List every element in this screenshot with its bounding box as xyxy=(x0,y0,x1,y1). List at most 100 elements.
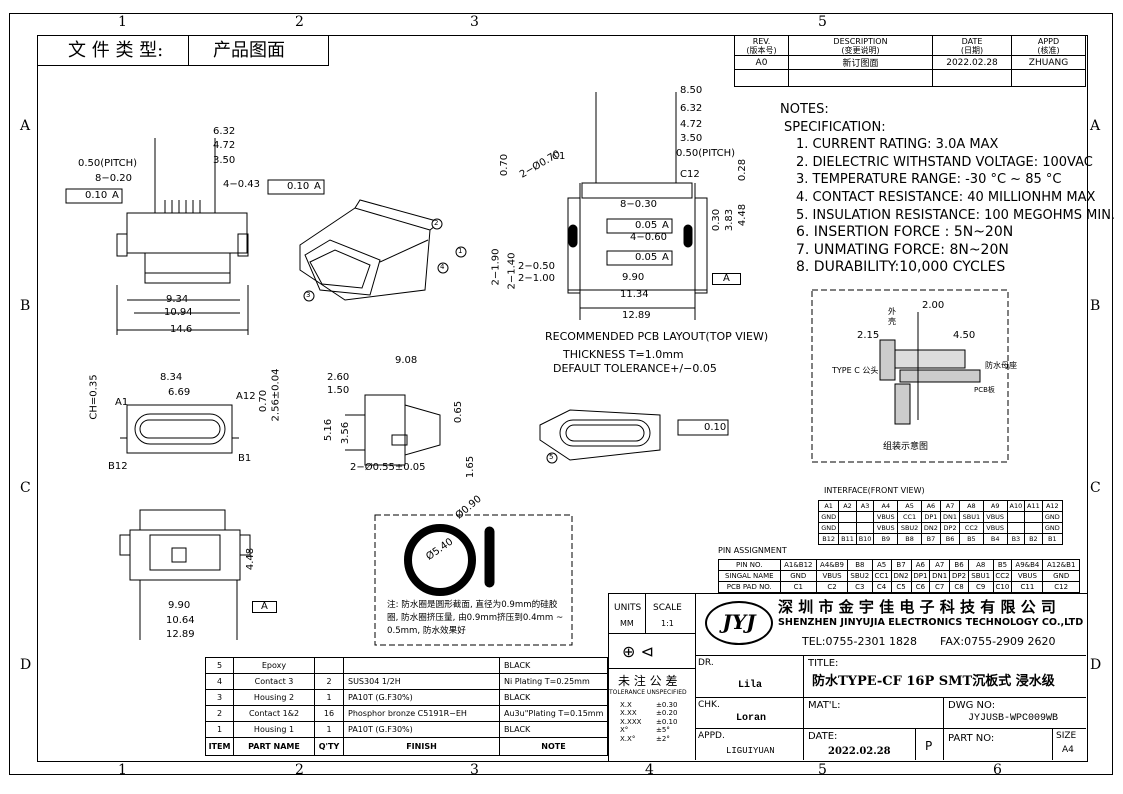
bom-cell: Phosphor bronze C5191R−EH xyxy=(343,705,500,722)
dim-flatness: 0.10 xyxy=(704,422,727,433)
zone-row-a-left: A xyxy=(20,118,31,134)
label-c12: C12 xyxy=(680,169,700,180)
side-view-2 xyxy=(345,394,441,466)
balloon-3: 3 xyxy=(306,291,311,299)
pin-cell: C8 xyxy=(949,581,969,593)
bom-cell: 4 xyxy=(205,673,234,690)
size-label: SIZE xyxy=(1056,731,1077,741)
pin-cell: A12&B1 xyxy=(1042,559,1080,571)
flat-frame xyxy=(677,419,729,436)
interface-cell: B1 xyxy=(1041,533,1064,545)
projection-icon: ⊕ ⊲ xyxy=(622,642,654,661)
iso-connector-2 xyxy=(539,409,661,461)
pin-cell: A8 xyxy=(967,559,994,571)
pin-cell: C3 xyxy=(847,581,873,593)
pin-cell: A6 xyxy=(910,559,931,571)
notes-block: NOTES: SPECIFICATION: 1. CURRENT RATING:… xyxy=(780,101,1115,277)
front-view xyxy=(120,404,239,454)
interface-cell: A11 xyxy=(1024,500,1043,512)
dim-pitch-b: 0.50(PITCH) xyxy=(676,148,736,159)
dim-4-72-b: 4.72 xyxy=(680,119,703,130)
notes-heading: NOTES: xyxy=(780,102,829,117)
oring-circle xyxy=(404,524,476,596)
dim-11-34: 11.34 xyxy=(620,289,649,300)
inner-border xyxy=(37,35,1088,762)
assembly-dim-4-50: 4.50 xyxy=(953,330,976,341)
note-8: 8. DURABILITY:10,000 CYCLES xyxy=(796,259,1006,276)
pcb-layout xyxy=(567,92,708,320)
label-b12: B12 xyxy=(108,461,128,472)
bom-cell: Au3u"Plating T=0.15mm xyxy=(499,705,608,722)
zone-col-3-top: 3 xyxy=(470,14,479,30)
date-label: DATE: xyxy=(808,731,838,742)
dim-0-70-v: 0.70 xyxy=(499,153,511,177)
oring-frame xyxy=(374,514,573,646)
interface-cell: B2 xyxy=(1024,533,1043,545)
tol-2-value: 0.10 xyxy=(287,181,310,192)
assembly-shell: 外 壳 xyxy=(888,307,896,326)
tol-val-5: ±2° xyxy=(656,734,670,743)
interface-cell xyxy=(1006,511,1026,523)
assembly-type-c: TYPE C 公头 xyxy=(832,366,879,375)
interface-cell: DN1 xyxy=(939,511,961,523)
pin-cell: A1&B12 xyxy=(779,559,818,571)
interface-cell: VBUS xyxy=(873,511,899,523)
dim-pitch-a: 0.50(PITCH) xyxy=(78,158,138,169)
dim-2-56: 2.56±0.04 xyxy=(270,368,282,422)
pin-cell: C12 xyxy=(1042,581,1080,593)
pin-cell: CC2 xyxy=(992,570,1013,582)
zone-col-2-top: 2 xyxy=(295,14,304,30)
notes-spec: SPECIFICATION: xyxy=(784,119,886,135)
bom-cell xyxy=(343,657,500,674)
interface-cell: B8 xyxy=(897,533,922,545)
dim-5-16: 5.16 xyxy=(323,418,335,442)
tol-frame-2 xyxy=(267,179,325,195)
pin-cell: C2 xyxy=(816,581,849,593)
interface-cell: B9 xyxy=(873,533,899,545)
tolerance-list: X.X±0.30 X.XX±0.20 X.XXX±0.10 X°±5° X.X°… xyxy=(620,701,677,743)
interface-cell: B4 xyxy=(982,533,1008,545)
bom-cell: BLACK xyxy=(499,689,608,706)
interface-cell: B6 xyxy=(939,533,961,545)
oring-section xyxy=(484,526,495,588)
doc-type-label: 文 件 类 型: xyxy=(68,40,164,61)
label-b1: B1 xyxy=(238,453,252,464)
pin-cell: B7 xyxy=(890,559,912,571)
tol-1-datum: A xyxy=(112,190,119,201)
interface-cell: B7 xyxy=(920,533,941,545)
dim-3-50-a: 3.50 xyxy=(213,155,236,166)
zone-col-1-top: 1 xyxy=(118,14,127,30)
interface-cell: VBUS xyxy=(873,522,899,534)
interface-cell: A1 xyxy=(817,500,840,512)
zone-row-d-right: D xyxy=(1090,657,1102,673)
dim-4-043: 4−0.43 xyxy=(223,179,261,190)
tol-frame-4 xyxy=(606,250,673,266)
dim-10-94: 10.94 xyxy=(164,307,193,318)
pin-cell: C6 xyxy=(910,581,931,593)
tol-key-2: X.XX xyxy=(620,709,637,718)
interface-cell: B10 xyxy=(855,533,875,545)
dim-9-90-a: 9.90 xyxy=(622,272,645,283)
doc-type-value: 产品图面 xyxy=(213,40,285,61)
note-3: 3. TEMPERATURE RANGE: -30 °C ~ 85 °C xyxy=(796,172,1062,188)
dim-8-020: 8−0.20 xyxy=(95,173,133,184)
interface-cell: A8 xyxy=(959,500,984,512)
bom-cell: 1 xyxy=(205,721,234,738)
pin-cell: VBUS xyxy=(1011,570,1044,582)
assembly-seat: 防水母座 xyxy=(985,361,1017,370)
zone-col-1-bottom: 1 xyxy=(118,762,127,778)
assembly-caption: 组装示意图 xyxy=(883,442,929,452)
bom-cell: BLACK xyxy=(499,721,608,738)
zone-col-4-bottom: 4 xyxy=(645,762,654,778)
dim-4-48-a: 4.48 xyxy=(737,203,749,227)
note-1: 1. CURRENT RATING: 3.0A MAX xyxy=(796,137,999,153)
pin-cell: DN1 xyxy=(929,570,951,582)
interface-cell xyxy=(838,522,857,534)
tol-2-datum: A xyxy=(314,181,321,192)
